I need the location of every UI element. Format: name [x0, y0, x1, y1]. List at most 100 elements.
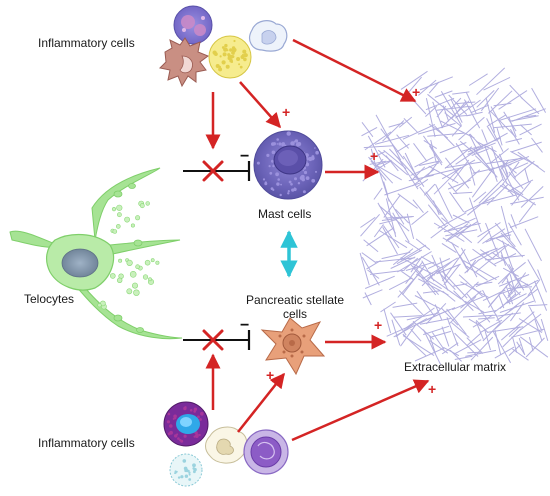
telocyte-vesicle [117, 212, 122, 218]
matrix-fiber [412, 199, 424, 214]
matrix-fiber [429, 330, 452, 338]
granule [194, 434, 199, 438]
matrix-fiber [445, 157, 470, 189]
matrix-fiber [469, 133, 483, 149]
granule [169, 424, 173, 428]
mast-granule [271, 150, 276, 155]
granule [166, 420, 170, 424]
label-inflammatory-cells-top: Inflammatory cells [38, 36, 135, 50]
telocyte-vesicle [116, 224, 121, 229]
matrix-fiber [482, 289, 502, 324]
matrix-fiber [494, 329, 502, 355]
matrix-fiber [392, 302, 418, 308]
matrix-fiber [466, 265, 488, 281]
matrix-fiber [418, 79, 437, 96]
matrix-fiber [534, 280, 548, 311]
matrix-fiber [391, 143, 402, 161]
mast-granule [294, 177, 297, 181]
matrix-fiber [509, 216, 539, 228]
matrix-fiber [519, 123, 542, 136]
matrix-fiber [471, 148, 489, 156]
mast-granule [280, 183, 282, 186]
matrix-fiber [465, 92, 477, 114]
matrix-fiber [392, 248, 414, 266]
matrix-fiber [473, 191, 487, 203]
mast-granule [266, 153, 270, 157]
matrix-fiber [440, 307, 459, 326]
matrix-fiber [400, 244, 427, 261]
matrix-fiber [402, 264, 426, 296]
mast-granule [279, 193, 282, 197]
mast-granule [278, 142, 282, 146]
spiky-granulocyte-cell [169, 453, 203, 487]
matrix-fiber [511, 261, 526, 274]
granule [200, 412, 204, 416]
matrix-fiber [426, 307, 456, 320]
matrix-fiber [450, 97, 462, 110]
matrix-fiber [460, 281, 479, 300]
matrix-fiber [500, 205, 511, 240]
matrix-fiber [365, 275, 395, 289]
matrix-fiber [529, 287, 536, 303]
plus-sign-mast: + [282, 104, 291, 120]
matrix-fiber [507, 272, 527, 297]
matrix-fiber [451, 241, 468, 269]
pancreatic-stellate-cell [260, 317, 326, 376]
matrix-fiber [383, 181, 389, 196]
matrix-fiber [396, 134, 409, 149]
matrix-fiber [378, 205, 410, 232]
matrix-fiber [388, 122, 404, 128]
granule [192, 463, 196, 468]
matrix-fiber [393, 318, 428, 338]
matrix-fiber [413, 143, 428, 162]
granule [218, 67, 223, 72]
matrix-fiber [425, 191, 449, 222]
granule [240, 55, 245, 59]
matrix-fiber [509, 128, 520, 145]
granule [221, 60, 226, 65]
matrix-fiber [531, 87, 547, 113]
plus-sign-stellate: + [266, 367, 275, 383]
plus-sign-mast-ecm: + [370, 148, 379, 164]
matrix-fiber [528, 336, 534, 352]
telocyte-vesicle [116, 204, 123, 211]
matrix-fiber [500, 232, 524, 258]
telocyte-vesicle [135, 264, 140, 270]
matrix-fiber [475, 255, 496, 273]
inflammatory-cells-top [158, 5, 288, 88]
granule [233, 39, 236, 43]
matrix-fiber [510, 141, 542, 153]
granule [169, 430, 174, 435]
matrix-fiber [498, 108, 537, 121]
matrix-fiber [437, 212, 467, 229]
granule [182, 459, 187, 463]
granule [193, 410, 196, 413]
granule [239, 65, 243, 69]
matrix-fiber [419, 186, 442, 216]
matrix-fiber [537, 269, 547, 293]
matrix-fiber [404, 240, 421, 251]
matrix-fiber [368, 156, 394, 184]
matrix-fiber [403, 307, 435, 330]
matrix-fiber [423, 325, 450, 336]
matrix-fiber [455, 144, 486, 165]
matrix-fiber [442, 237, 459, 248]
matrix-fiber [422, 290, 441, 294]
matrix-fiber [439, 257, 448, 283]
granule [193, 470, 196, 474]
matrix-fiber [508, 326, 521, 337]
matrix-fiber [485, 230, 513, 243]
mast-granule [293, 140, 296, 143]
mast-granule [303, 170, 308, 175]
matrix-fiber [452, 91, 470, 95]
matrix-fiber [448, 94, 468, 115]
matrix-fiber [501, 166, 520, 201]
mast-granule [302, 169, 305, 172]
telocyte-vesicle [145, 201, 150, 206]
matrix-fiber [457, 223, 472, 238]
label-pancreatic-stellate-cells: cells [283, 307, 308, 321]
matrix-fiber [387, 197, 405, 225]
matrix-fiber [519, 124, 532, 136]
mast-granule [290, 183, 293, 186]
matrix-fiber [492, 331, 512, 364]
